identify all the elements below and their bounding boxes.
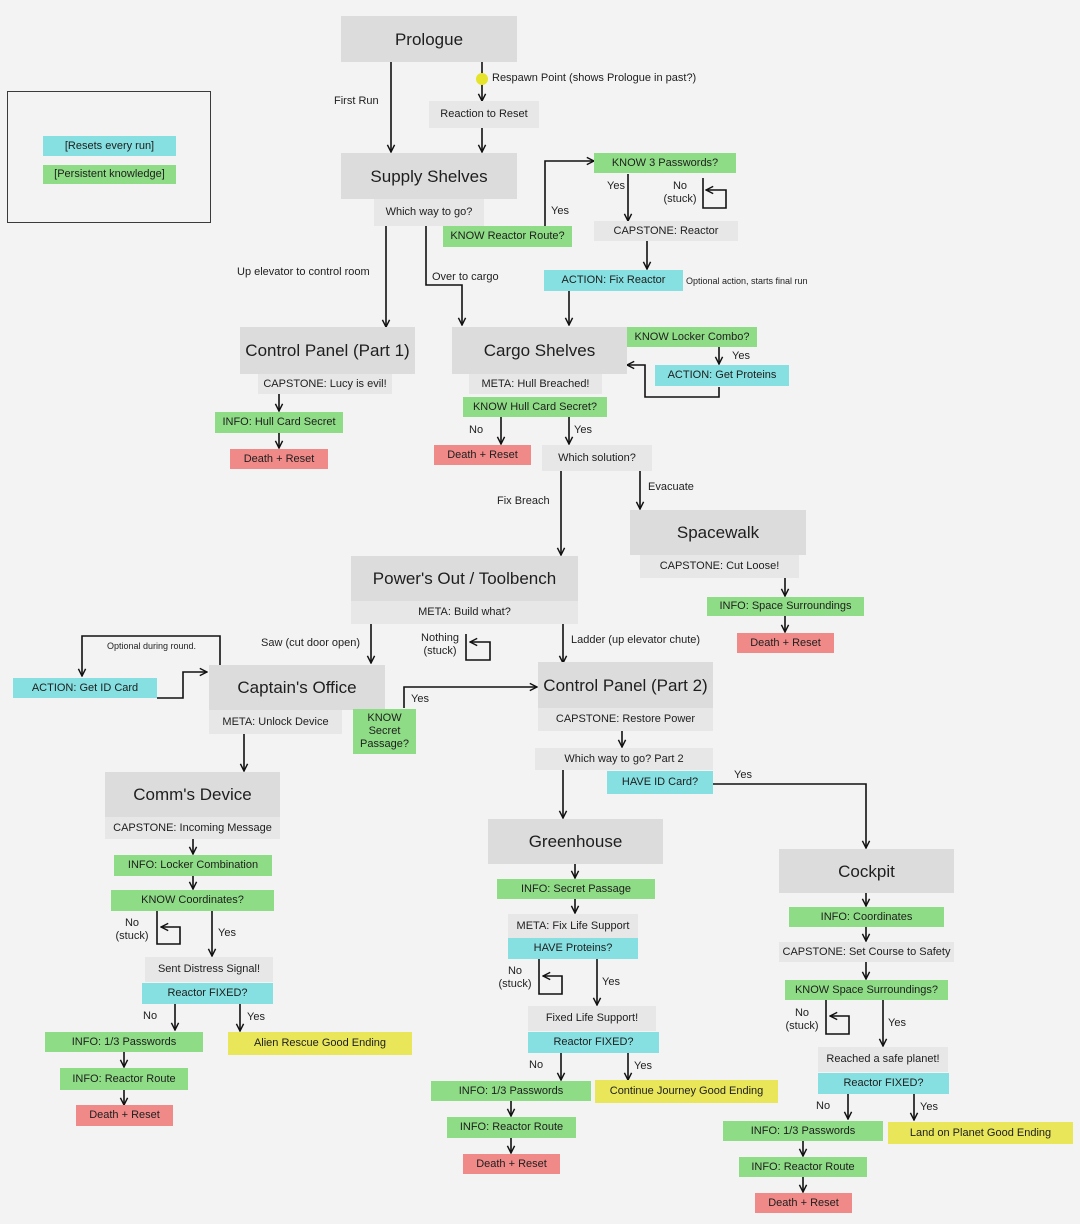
node-which-way: Which way to go? <box>374 199 484 226</box>
node-sent-distress: Sent Distress Signal! <box>145 957 273 982</box>
node-info-coordinates: INFO: Coordinates <box>789 907 944 927</box>
node-which-way-2: Which way to go? Part 2 <box>535 748 713 770</box>
label-no-reactor-c: No <box>816 1100 831 1112</box>
node-capstone-cut-loose: CAPSTONE: Cut Loose! <box>640 555 799 578</box>
node-fixed-life-support: Fixed Life Support! <box>528 1006 656 1031</box>
label-no-hull: No <box>469 424 484 436</box>
node-which-solution: Which solution? <box>542 445 652 471</box>
legend-persistent-knowledge: [Persistent knowledge] <box>43 165 176 184</box>
node-info-passwords-b: INFO: 1/3 Passwords <box>431 1081 591 1101</box>
node-info-locker-combination: INFO: Locker Combination <box>114 855 272 876</box>
node-death-reset-a: Death + Reset <box>76 1105 173 1126</box>
node-continue-journey: Continue Journey Good Ending <box>595 1080 778 1103</box>
node-capstone-incoming: CAPSTONE: Incoming Message <box>105 817 280 839</box>
node-supply-shelves: Supply Shelves <box>341 153 517 199</box>
node-reached-safe-planet: Reached a safe planet! <box>818 1047 948 1072</box>
label-no-reactor-b: No <box>529 1059 544 1071</box>
node-comms-device: Comm's Device <box>105 772 280 817</box>
node-meta-hull-breached: META: Hull Breached! <box>469 374 602 394</box>
node-meta-fix-life-support: META: Fix Life Support <box>508 914 638 938</box>
label-up-elevator: Up elevator to control room <box>237 266 370 278</box>
label-no-stuck-passwords: No (stuck) <box>663 180 697 205</box>
label-saw-cut-door: Saw (cut door open) <box>261 637 361 649</box>
node-capstone-restore-power: CAPSTONE: Restore Power <box>538 708 713 731</box>
node-know-space-surroundings: KNOW Space Surroundings? <box>785 980 948 1000</box>
label-yes-reactor-c: Yes <box>920 1101 938 1113</box>
label-yes-passwords: Yes <box>607 180 625 192</box>
label-evacuate: Evacuate <box>648 481 694 493</box>
node-capstone-lucy: CAPSTONE: Lucy is evil! <box>258 374 392 394</box>
node-capstone-reactor: CAPSTONE: Reactor <box>594 221 738 241</box>
node-info-passwords-a: INFO: 1/3 Passwords <box>45 1032 203 1052</box>
node-info-space-surroundings: INFO: Space Surroundings <box>707 597 864 616</box>
node-info-reactor-route-b: INFO: Reactor Route <box>447 1117 576 1138</box>
label-optional-action: Optional action, starts final run <box>686 276 808 286</box>
node-greenhouse: Greenhouse <box>488 819 663 864</box>
node-cargo-shelves: Cargo Shelves <box>452 327 627 374</box>
node-reactor-fixed-c: Reactor FIXED? <box>818 1073 949 1094</box>
label-optional-during-round: Optional during round. <box>107 641 197 651</box>
label-yes-id-card: Yes <box>734 769 752 781</box>
label-nothing-stuck: Nothing (stuck) <box>421 632 459 657</box>
legend-box <box>7 91 211 223</box>
label-fix-breach: Fix Breach <box>497 495 550 507</box>
node-reactor-fixed-b: Reactor FIXED? <box>528 1032 659 1053</box>
node-land-on-planet: Land on Planet Good Ending <box>888 1122 1073 1144</box>
node-know-hull-card-secret: KNOW Hull Card Secret? <box>463 397 607 417</box>
node-action-get-id-card: ACTION: Get ID Card <box>13 678 157 698</box>
node-captains-office: Captain's Office <box>209 665 385 710</box>
node-know-locker-combo: KNOW Locker Combo? <box>627 327 757 347</box>
node-know-coordinates: KNOW Coordinates? <box>111 890 274 911</box>
node-info-hull-card-secret: INFO: Hull Card Secret <box>215 412 343 433</box>
node-know-3-passwords: KNOW 3 Passwords? <box>594 153 736 173</box>
node-reaction-to-reset: Reaction to Reset <box>429 101 539 128</box>
respawn-point-marker <box>476 73 488 85</box>
label-yes-reactor-route: Yes <box>551 205 569 217</box>
label-no-stuck-proteins: No (stuck) <box>498 965 532 990</box>
node-alien-rescue: Alien Rescue Good Ending <box>228 1032 412 1055</box>
label-yes-reactor-a: Yes <box>247 1011 265 1023</box>
label-first-run: First Run <box>334 95 379 107</box>
node-cockpit: Cockpit <box>779 849 954 893</box>
node-prologue: Prologue <box>341 16 517 62</box>
node-death-reset-2: Death + Reset <box>434 445 531 465</box>
node-powers-out: Power's Out / Toolbench <box>351 556 578 601</box>
node-action-fix-reactor: ACTION: Fix Reactor <box>544 270 683 291</box>
label-yes-locker: Yes <box>732 350 750 362</box>
node-have-proteins: HAVE Proteins? <box>508 938 638 959</box>
node-death-reset-b: Death + Reset <box>463 1154 560 1174</box>
label-yes-secret-passage: Yes <box>411 693 429 705</box>
node-reactor-fixed-a: Reactor FIXED? <box>142 983 273 1004</box>
label-no-stuck-coords: No (stuck) <box>115 917 149 942</box>
label-over-to-cargo: Over to cargo <box>432 271 499 283</box>
node-death-reset-1: Death + Reset <box>230 449 328 469</box>
label-no-stuck-space: No (stuck) <box>785 1007 819 1032</box>
label-yes-space: Yes <box>888 1017 906 1029</box>
label-ladder: Ladder (up elevator chute) <box>571 634 701 646</box>
node-info-reactor-route-a: INFO: Reactor Route <box>60 1068 188 1090</box>
node-meta-unlock-device: META: Unlock Device <box>209 710 342 734</box>
label-yes-proteins: Yes <box>602 976 620 988</box>
node-spacewalk: Spacewalk <box>630 510 806 555</box>
node-info-reactor-route-c: INFO: Reactor Route <box>739 1157 867 1177</box>
label-yes-reactor-b: Yes <box>634 1060 652 1072</box>
node-have-id-card: HAVE ID Card? <box>607 771 713 794</box>
node-info-secret-passage: INFO: Secret Passage <box>497 879 655 899</box>
node-death-reset-c: Death + Reset <box>755 1193 852 1213</box>
node-control-panel-2: Control Panel (Part 2) <box>538 662 713 708</box>
node-meta-build-what: META: Build what? <box>351 601 578 624</box>
node-control-panel-1: Control Panel (Part 1) <box>240 327 415 374</box>
node-capstone-set-course: CAPSTONE: Set Course to Safety <box>779 942 954 962</box>
label-respawn-point: Respawn Point (shows Prologue in past?) <box>492 72 697 84</box>
legend-resets-every-run: [Resets every run] <box>43 136 176 156</box>
node-know-reactor-route: KNOW Reactor Route? <box>443 226 572 247</box>
node-death-reset-3: Death + Reset <box>737 633 834 653</box>
node-know-secret-passage: KNOW Secret Passage? <box>353 709 416 754</box>
label-yes-coords: Yes <box>218 927 236 939</box>
label-yes-hull: Yes <box>574 424 592 436</box>
node-info-passwords-c: INFO: 1/3 Passwords <box>723 1121 883 1141</box>
label-no-reactor-a: No <box>143 1010 158 1022</box>
node-action-get-proteins: ACTION: Get Proteins <box>655 365 789 386</box>
